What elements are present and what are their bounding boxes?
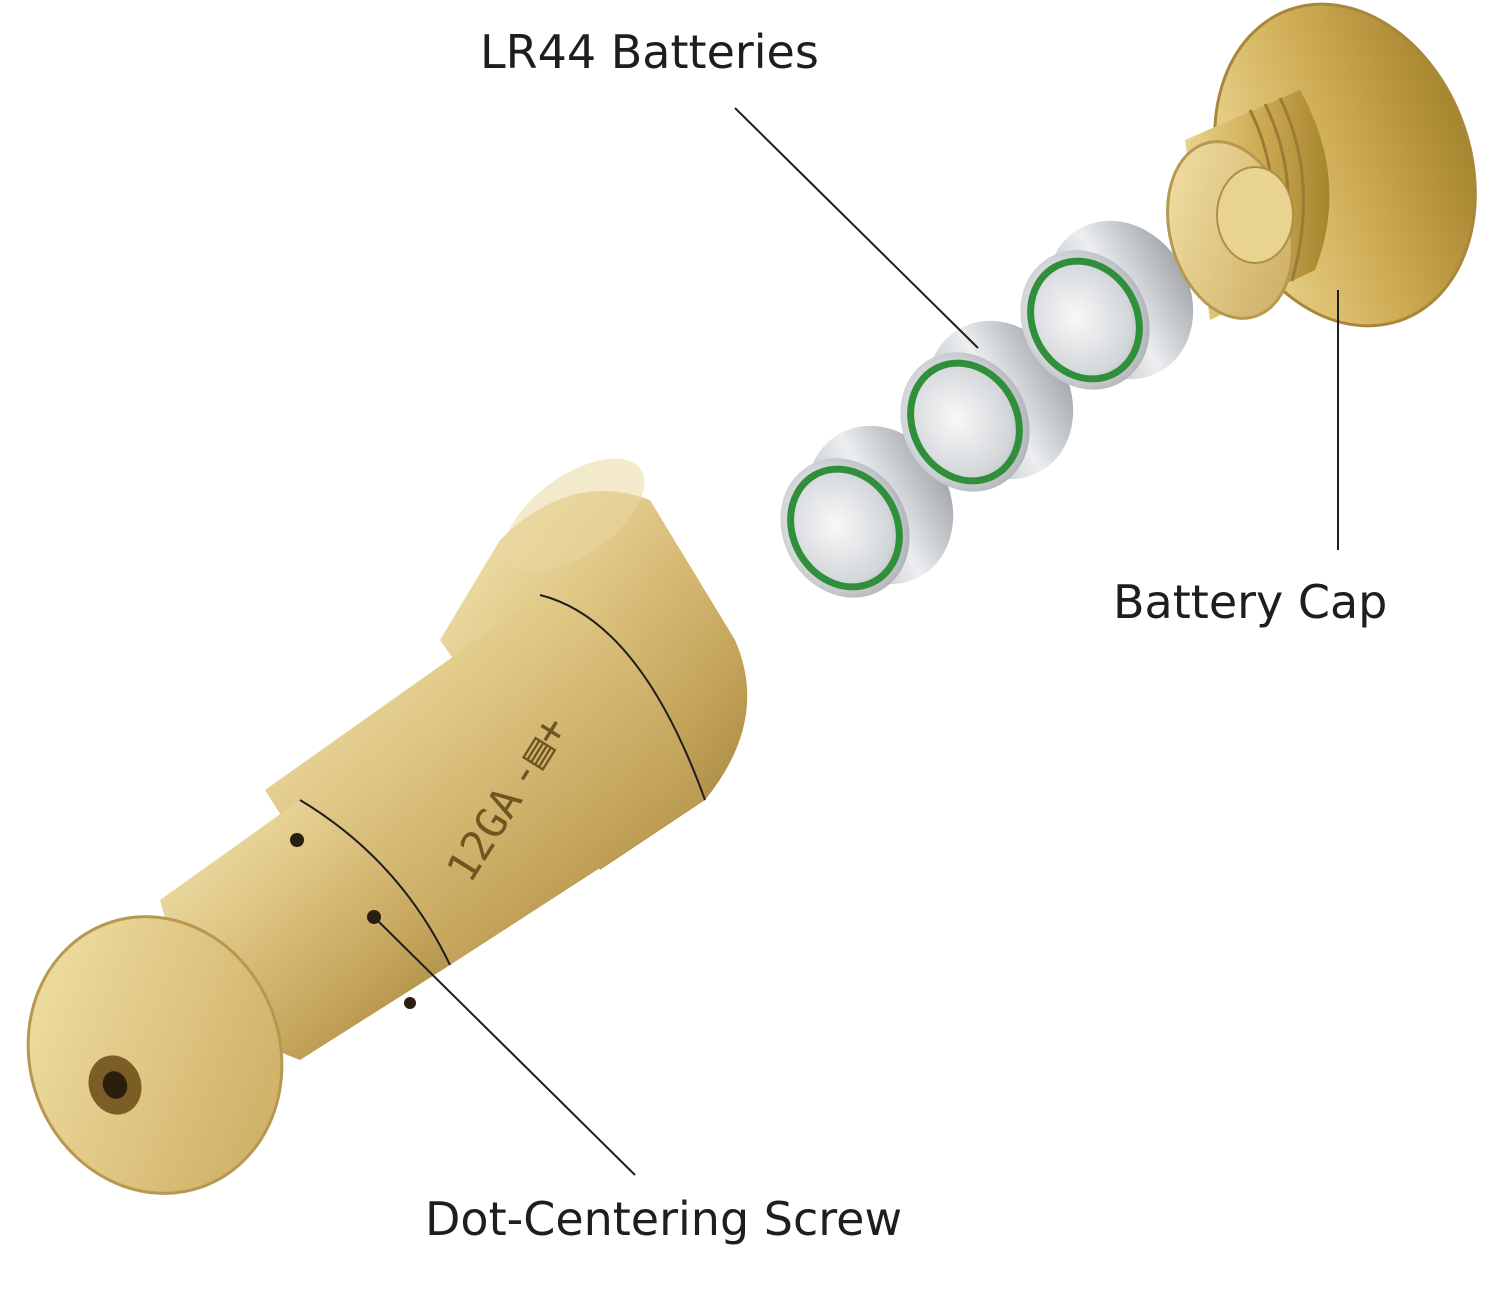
body-rear-rim [505,458,645,572]
laser-aperture-core-icon [102,1071,128,1099]
battery-face [780,458,910,598]
label-batteries: LR44 Batteries [480,25,819,79]
battery-2 [900,320,1074,492]
callout-cap: Battery Cap [1113,290,1387,629]
label-cap: Battery Cap [1113,575,1387,629]
laser-body: 12GA -▤+ [26,458,748,1195]
label-screw: Dot-Centering Screw [425,1192,902,1246]
battery-3 [1020,220,1194,390]
body-front-face [26,915,284,1195]
battery-face [1020,250,1150,390]
battery-seal-ring [787,465,903,591]
leader-line-screw [373,916,636,1176]
callout-batteries: LR44 Batteries [480,25,979,349]
battery-1 [780,425,954,598]
leader-line-batteries [734,107,979,349]
callout-screw: Dot-Centering Screw [373,916,902,1246]
battery-seal-ring [907,359,1023,485]
screw-hole-icon [404,997,416,1009]
screw-hole-icon [290,833,304,847]
battery-face [900,352,1030,492]
battery-seal-ring [1027,257,1143,383]
cap-contact-nub [1216,166,1294,264]
battery-cap [1166,2,1477,328]
